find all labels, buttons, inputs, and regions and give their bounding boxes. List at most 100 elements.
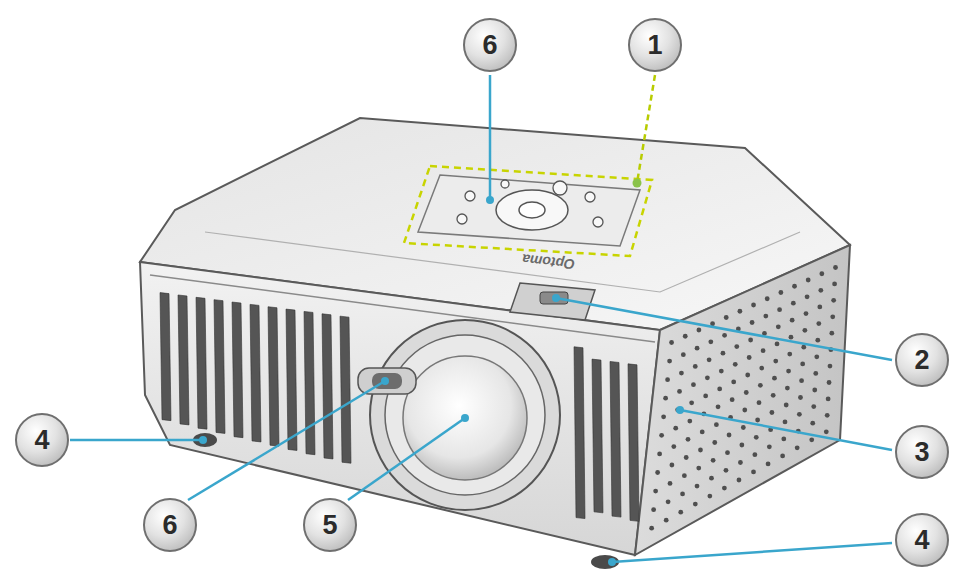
vent-hole — [727, 433, 732, 438]
vent-hole — [703, 393, 708, 398]
projector-body-part — [205, 232, 800, 292]
leader-dots-part — [199, 436, 207, 444]
vent-hole — [800, 362, 805, 367]
vent-slot — [610, 361, 621, 517]
vent-hole — [677, 389, 682, 394]
vent-slot — [268, 307, 279, 446]
callout-circle: 4 — [895, 513, 949, 567]
vent-hole — [737, 478, 742, 483]
zoom-focus-slot — [510, 283, 595, 320]
vent-hole — [671, 444, 676, 449]
vent-slot — [178, 295, 189, 425]
vent-hole — [827, 380, 832, 385]
vent-hole — [819, 271, 824, 276]
vent-hole — [757, 400, 762, 405]
vent-hole — [806, 278, 811, 283]
vent-hole — [772, 376, 777, 381]
vent-hole — [780, 453, 785, 458]
callout-circle: 6 — [143, 498, 197, 552]
vent-slot — [592, 359, 603, 513]
vent-hole — [712, 440, 717, 445]
vent-hole — [738, 460, 743, 465]
vent-hole — [689, 400, 694, 405]
projection-lens-part — [385, 335, 545, 495]
vent-hole — [795, 445, 800, 450]
vent-hole — [763, 314, 768, 319]
leader-lines-part — [612, 543, 892, 562]
ir-receiver-part — [358, 368, 416, 394]
vent-hole — [809, 437, 814, 442]
callout-circle: 6 — [463, 18, 517, 72]
vent-hole — [787, 352, 792, 357]
callout-circle: 1 — [628, 18, 682, 72]
vent-hole — [825, 413, 830, 418]
leader-dots-part — [486, 196, 494, 204]
vent-hole — [698, 448, 703, 453]
vent-hole — [661, 414, 666, 419]
vent-hole — [665, 377, 670, 382]
vent-hole — [755, 418, 760, 423]
vent-hole — [770, 410, 775, 415]
vent-hole — [777, 307, 782, 312]
vent-slot — [340, 316, 351, 463]
leader-lines-part — [70, 439, 203, 442]
vent-hole — [655, 470, 660, 475]
vent-hole — [789, 335, 794, 340]
control-panel-part — [465, 191, 475, 201]
vent-hole — [659, 433, 664, 438]
vent-hole — [802, 328, 807, 333]
vent-hole — [783, 420, 788, 425]
vent-hole — [798, 395, 803, 400]
adjustable-feet-part — [591, 555, 619, 569]
callout-number: 6 — [162, 512, 177, 539]
vent-slots — [160, 293, 639, 522]
vent-hole — [818, 288, 823, 293]
vent-hole — [705, 375, 710, 380]
projection-lens-part — [370, 320, 560, 510]
adjustable-feet — [193, 433, 619, 569]
vent-hole — [801, 345, 806, 350]
vent-hole — [716, 404, 721, 409]
vent-hole — [824, 429, 829, 434]
vent-hole — [721, 351, 726, 356]
vent-hole — [730, 397, 735, 402]
vent-hole — [784, 403, 789, 408]
vent-hole — [781, 437, 786, 442]
vent-slot — [250, 304, 261, 442]
vent-hole — [810, 421, 815, 426]
vent-hole — [722, 333, 727, 338]
vent-hole — [786, 369, 791, 374]
leader-lines-part — [348, 418, 465, 500]
projector-body-part — [140, 262, 660, 555]
vent-hole — [765, 296, 770, 301]
vent-hole — [828, 364, 833, 369]
vent-hole — [693, 502, 698, 507]
leader-dots-part — [633, 179, 642, 188]
vent-hole — [667, 359, 672, 364]
vent-hole — [791, 301, 796, 306]
vent-hole — [832, 282, 837, 287]
vent-hole — [693, 364, 698, 369]
vent-hole — [696, 328, 701, 333]
vent-hole — [745, 373, 750, 378]
vent-hole — [679, 371, 684, 376]
vent-hole — [799, 378, 804, 383]
control-panel-part — [501, 180, 509, 188]
vent-hole — [766, 462, 771, 467]
callout-number: 2 — [914, 347, 929, 374]
leader-lines-part — [637, 75, 655, 183]
vent-hole — [707, 357, 712, 362]
vent-hole — [752, 452, 757, 457]
vent-hole — [751, 303, 756, 308]
vent-hole — [758, 383, 763, 388]
vent-hole — [742, 408, 747, 413]
vent-hole — [678, 510, 683, 515]
callout-number: 4 — [34, 427, 49, 454]
vent-hole — [813, 371, 818, 376]
vent-hole — [775, 342, 780, 347]
vent-hole — [670, 463, 675, 468]
vent-hole — [681, 352, 686, 357]
callout-circle: 3 — [895, 425, 949, 479]
